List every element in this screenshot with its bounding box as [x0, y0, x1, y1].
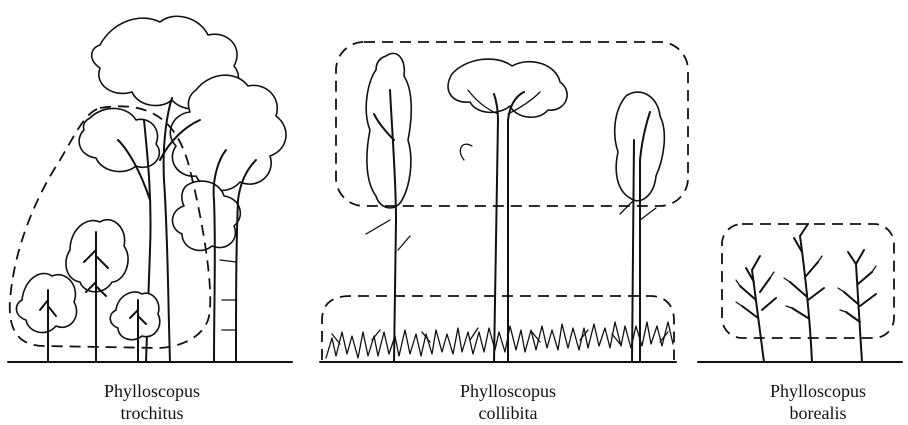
open-woodland-trees: [326, 53, 673, 362]
label-species: trochitus: [62, 402, 242, 424]
label-species: collibita: [418, 402, 598, 424]
species-label-collibita: Phylloscopus collibita: [418, 380, 598, 424]
borealis-habitat-outline: [722, 224, 894, 338]
collibita-undergrowth-outline: [322, 296, 674, 360]
label-genus: Phylloscopus: [62, 380, 242, 402]
species-label-borealis: Phylloscopus borealis: [728, 380, 908, 424]
label-species: borealis: [728, 402, 908, 424]
species-label-trochitus: Phylloscopus trochitus: [62, 380, 242, 424]
woodland-trees: [16, 16, 286, 362]
label-genus: Phylloscopus: [728, 380, 908, 402]
shrub-thicket: [736, 224, 876, 362]
label-genus: Phylloscopus: [418, 380, 598, 402]
